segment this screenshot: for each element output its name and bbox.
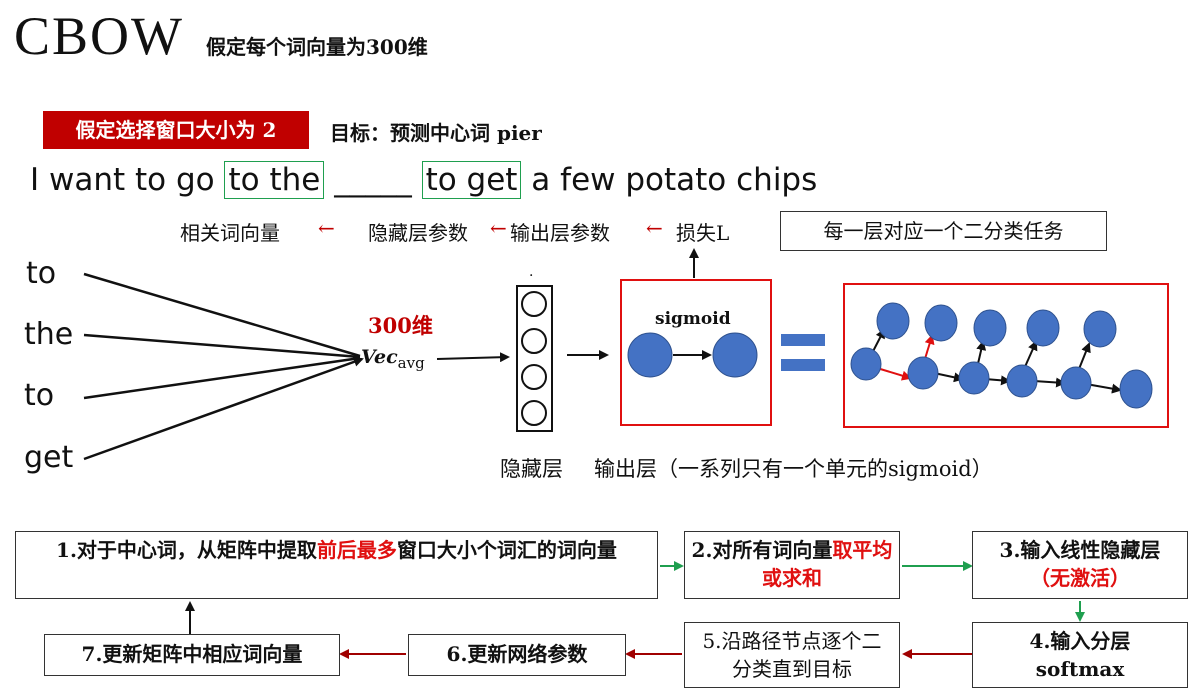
huffman-tree — [850, 302, 1153, 409]
tree-edge — [1023, 340, 1038, 370]
step-6-box: 6.更新网络参数 — [408, 634, 626, 676]
goal-text: 目标：预测中心词 pier — [330, 121, 542, 145]
input-word: the — [24, 317, 74, 352]
chain-arrow-icon: ← — [646, 216, 663, 240]
wire-get — [83, 357, 364, 461]
window-size-badge: 假定选择窗口大小为 2 — [43, 111, 309, 149]
vec-main: Vec — [361, 346, 398, 368]
equals-bottom-bar — [781, 359, 825, 371]
tree-node — [850, 347, 882, 381]
step-3-text: 3.输入线性隐藏层 — [999, 538, 1161, 562]
step-2-text: 2.对所有词向量 — [691, 538, 833, 562]
step-5-text: 5.沿路径节点逐个二分类直到目标 — [702, 629, 882, 681]
right-context-box: to get — [421, 161, 522, 199]
hierarchical-softmax-box — [843, 283, 1169, 428]
vec-sub: avg — [397, 353, 425, 372]
chain-arrow-icon: ← — [318, 216, 335, 240]
step-3-box: 3.输入线性隐藏层 （无激活） — [972, 531, 1188, 599]
center-word-blank: _____ — [324, 162, 422, 198]
tree-edge — [1085, 383, 1122, 394]
step-6-text: 6.更新网络参数 — [446, 642, 588, 666]
step-2-box: 2.对所有词向量取平均或求和 — [684, 531, 900, 599]
chain-hidden-params: 隐藏层参数 — [368, 221, 468, 245]
page-title: CBOW — [14, 6, 184, 66]
step-7-text: 7.更新矩阵中相应词向量 — [81, 642, 303, 666]
sentence-after: a few potato chips — [521, 162, 818, 198]
wire-the — [83, 333, 361, 359]
step-3-highlight: （无激活） — [1030, 566, 1130, 590]
sigmoid-output-node — [712, 332, 758, 378]
step-1-text: 1.对于中心词，从矩阵中提取 — [56, 538, 317, 562]
tree-node — [973, 309, 1007, 347]
chain-word-vectors: 相关词向量 — [180, 221, 280, 245]
step-4-box: 4.输入分层 softmax — [972, 622, 1188, 688]
hidden-unit — [521, 400, 547, 426]
left-context-box: to the — [224, 161, 325, 199]
input-word: get — [24, 440, 74, 475]
tree-node — [1083, 310, 1117, 348]
subtitle: 假定每个词向量为300维 — [206, 35, 428, 59]
step-5-box: 5.沿路径节点逐个二分类直到目标 — [684, 622, 900, 688]
top-dot: · — [529, 268, 534, 284]
output-layer-caption: 输出层（一系列只有一个单元的sigmoid） — [594, 457, 993, 481]
tree-node — [924, 304, 958, 342]
tree-node — [1026, 309, 1060, 347]
tree-node — [1060, 366, 1092, 400]
sigmoid-label: sigmoid — [655, 309, 731, 329]
chain-arrow-icon: ← — [490, 216, 507, 240]
chain-output-params: 输出层参数 — [510, 221, 610, 245]
hidden-layer-caption: 隐藏层 — [500, 457, 563, 481]
wire-to — [83, 272, 361, 358]
tree-edge — [933, 372, 964, 383]
tree-edge-path — [876, 367, 912, 381]
step-1-highlight: 前后最多 — [316, 538, 397, 562]
vec-avg-label: Vecavg — [361, 346, 425, 372]
hidden-unit — [521, 364, 547, 390]
output-node-box — [620, 279, 772, 426]
example-sentence: I want to go to the _____ to get a few p… — [30, 158, 817, 202]
equals-top-bar — [781, 334, 825, 346]
tree-edge — [1078, 342, 1091, 370]
sigmoid-input-node — [627, 332, 673, 378]
step-1-box: 1.对于中心词，从矩阵中提取前后最多窗口大小个词汇的词向量 — [15, 531, 658, 599]
tree-node — [1006, 364, 1038, 398]
tree-edge — [1033, 377, 1066, 388]
tree-node — [907, 356, 939, 390]
tree-node — [876, 302, 910, 340]
hidden-unit — [521, 291, 547, 317]
dimension-label: 300维 — [368, 313, 433, 338]
wire-to-2 — [83, 356, 361, 400]
step-4-text: 4.输入分层 — [1029, 629, 1131, 653]
step-7-box: 7.更新矩阵中相应词向量 — [44, 634, 340, 676]
tree-node — [958, 361, 990, 395]
hidden-layer-column — [516, 285, 553, 432]
task-note-box: 每一层对应一个二分类任务 — [780, 211, 1107, 251]
step-4-softmax: softmax — [1035, 657, 1125, 681]
input-word: to — [26, 256, 57, 291]
chain-loss: 损失L — [676, 221, 730, 245]
sentence-before: I want to go — [30, 162, 225, 198]
arrow-to-hidden — [436, 352, 510, 363]
hidden-unit — [521, 328, 547, 354]
tree-node — [1119, 369, 1153, 409]
step-1-text-end: 窗口大小个词汇的词向量 — [396, 538, 617, 562]
step-2-highlight: 取平均或求和 — [762, 538, 893, 590]
input-word: to — [24, 378, 55, 413]
